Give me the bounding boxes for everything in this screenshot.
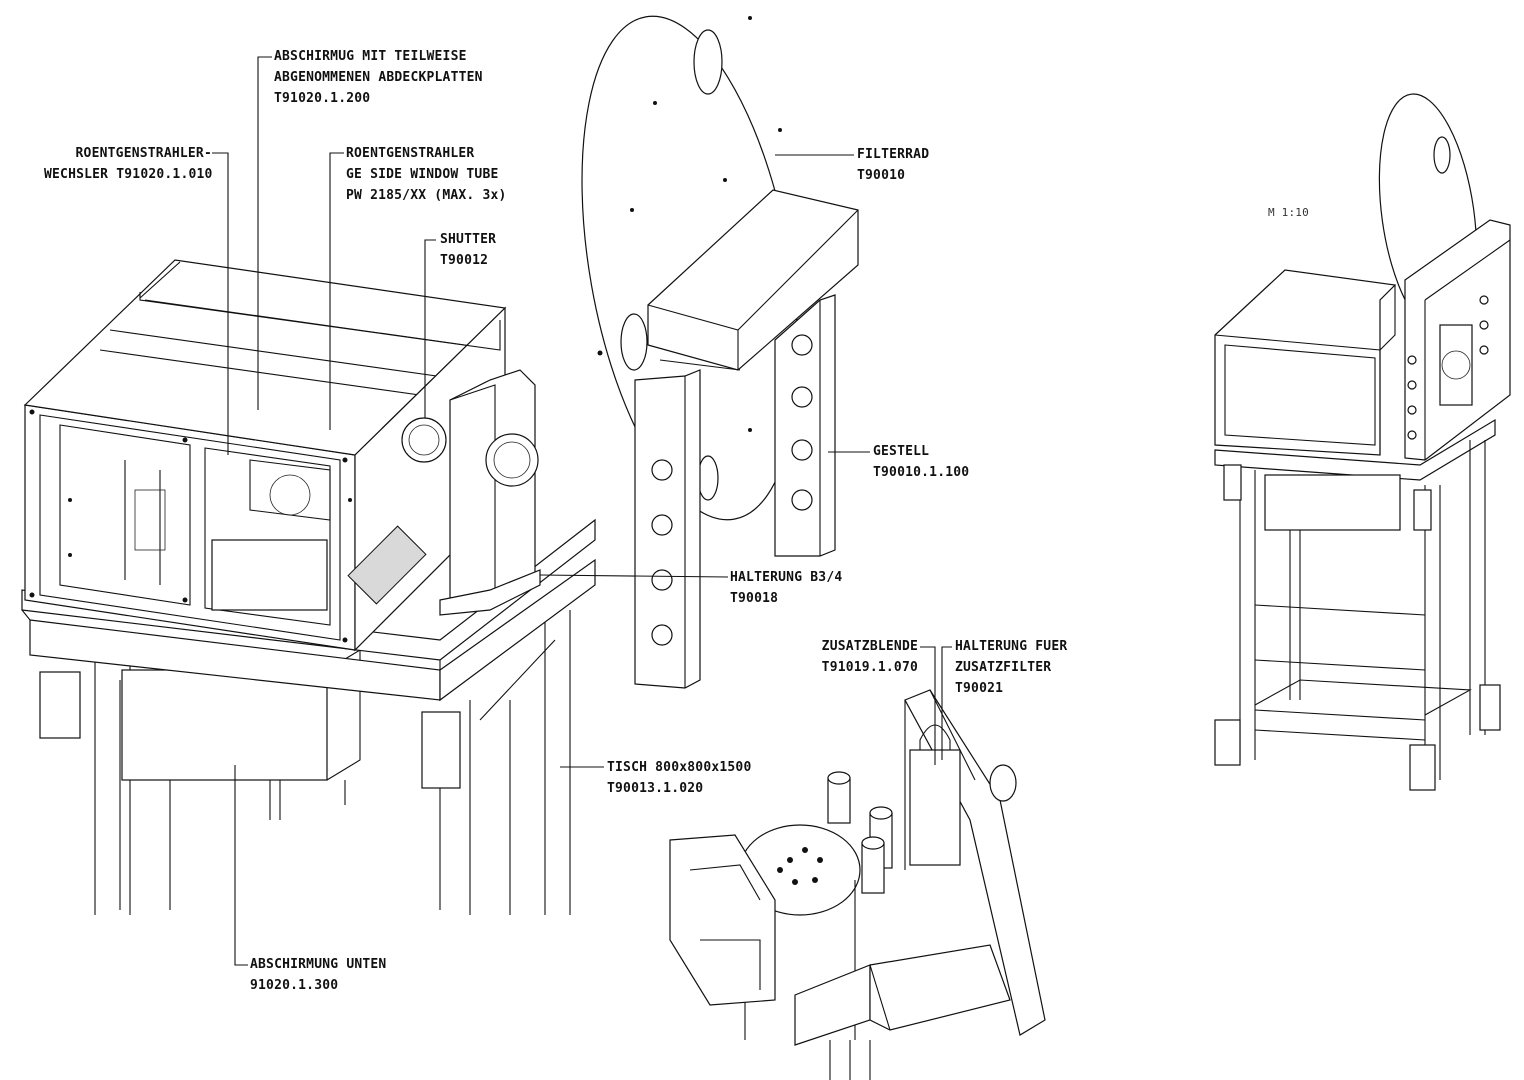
- shutter-housing: [347, 369, 541, 616]
- label-line: WECHSLER T91020.1.010: [44, 167, 213, 182]
- label-line: TISCH 800x800x1500: [607, 760, 752, 775]
- label-part-number: T90010.1.100: [873, 465, 970, 480]
- label-halterung-fuer: HALTERUNG FUER ZUSATZFILTER T90021: [955, 636, 1067, 699]
- label-tube: ROENTGENSTRAHLER GE SIDE WINDOW TUBE PW …: [346, 143, 507, 206]
- label-line: ABGENOMMENEN ABDECKPLATTEN: [274, 70, 483, 85]
- label-line: GESTELL: [873, 444, 930, 459]
- label-line: ZUSATZFILTER: [955, 660, 1052, 675]
- label-line: HALTERUNG FUER: [955, 639, 1068, 654]
- label-line: HALTERUNG B3/4: [730, 570, 843, 585]
- label-line: ROENTGENSTRAHLER-: [75, 146, 212, 161]
- label-line: PW 2185/XX (MAX. 3x): [346, 188, 507, 203]
- label-part-number: T90013.1.020: [607, 781, 704, 796]
- label-line: ZUSATZBLENDE: [821, 639, 918, 654]
- scale-label: M 1:10: [1268, 206, 1309, 219]
- label-halterung-b34: HALTERUNG B3/4 T90018: [730, 567, 842, 609]
- label-wechsler: ROENTGENSTRAHLER- WECHSLER T91020.1.010: [44, 143, 212, 185]
- label-part-number: T90012: [440, 253, 489, 268]
- label-line: ABSCHIRMUG MIT TEILWEISE: [274, 49, 467, 64]
- label-filterrad: FILTERRAD T90010: [857, 144, 929, 186]
- shielding-frame: [23, 259, 507, 652]
- label-abschirmung-oben: ABSCHIRMUG MIT TEILWEISE ABGENOMMENEN AB…: [274, 46, 483, 109]
- detail-assembly: [669, 689, 1046, 1080]
- filter-wheel-assembly: [581, 15, 859, 689]
- label-part-number: T91020.1.200: [274, 91, 371, 106]
- table-assembly: [21, 518, 596, 915]
- label-line: GE SIDE WINDOW TUBE: [346, 167, 499, 182]
- label-line: ABSCHIRMUNG UNTEN: [250, 957, 387, 972]
- label-abschirmung-unten: ABSCHIRMUNG UNTEN 91020.1.300: [250, 954, 386, 996]
- label-zusatzblende: ZUSATZBLENDE T91019.1.070: [790, 636, 918, 678]
- label-part-number: T90021: [955, 681, 1004, 696]
- label-gestell: GESTELL T90010.1.100: [873, 441, 969, 483]
- label-part-number: T90018: [730, 591, 779, 606]
- label-line: SHUTTER: [440, 232, 497, 247]
- label-line: FILTERRAD: [857, 147, 930, 162]
- label-tisch: TISCH 800x800x1500 T90013.1.020: [607, 757, 751, 799]
- label-part-number: T90010: [857, 168, 906, 183]
- label-part-number: T91019.1.070: [821, 660, 918, 675]
- label-line: ROENTGENSTRAHLER: [346, 146, 475, 161]
- overview-assembly: [1214, 93, 1511, 791]
- label-shutter: SHUTTER T90012: [440, 229, 496, 271]
- leader-lines: [212, 56, 952, 966]
- label-part-number: 91020.1.300: [250, 978, 339, 993]
